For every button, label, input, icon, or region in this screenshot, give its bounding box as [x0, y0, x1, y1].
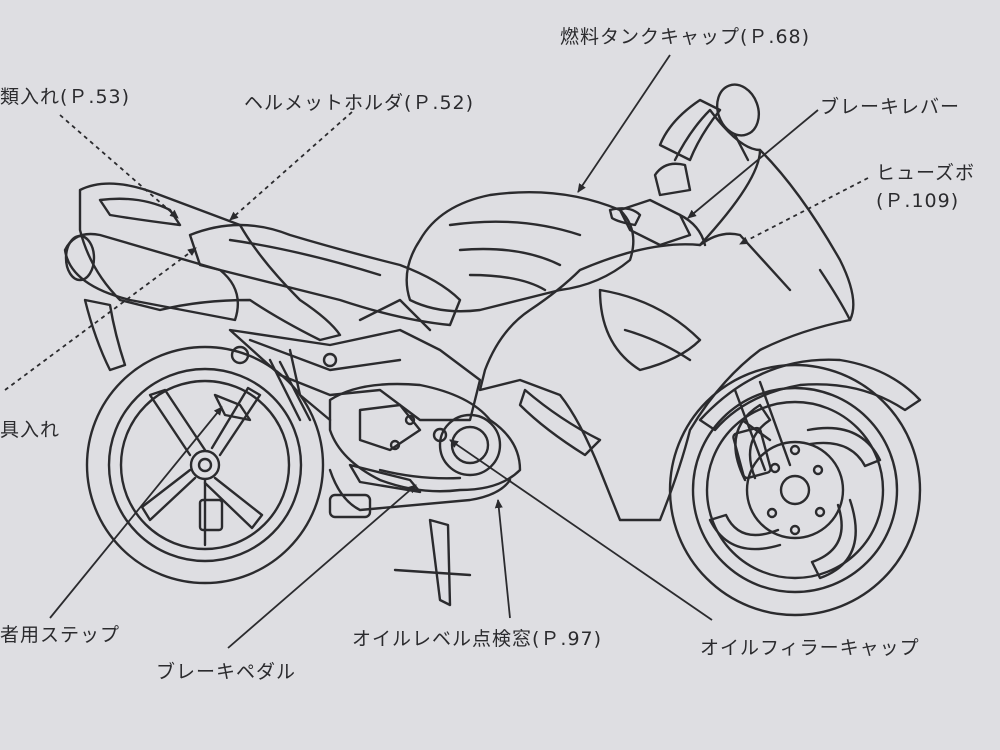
tail-cowl: [78, 182, 342, 342]
leader-fuel-cap: [577, 54, 671, 193]
frame: [228, 328, 482, 422]
label-oil-level-window: オイルレベル点検窓(Ｐ.97): [352, 628, 603, 650]
exhaust-pipe: [328, 468, 512, 512]
rear-wheel: [85, 345, 325, 585]
leader-oil-window: [494, 499, 511, 619]
leader-passenger-step: [49, 406, 223, 619]
label-brake-pedal: ブレーキペダル: [156, 661, 297, 683]
front-fairing: [478, 148, 855, 522]
label-passenger-step: 者用ステップ: [0, 624, 121, 646]
side-stand: [428, 518, 452, 607]
label-document-bag: 類入れ(Ｐ.53): [0, 86, 131, 108]
engine: [328, 382, 522, 493]
leader-tool-bag: [4, 247, 197, 391]
leader-brake-pedal: [227, 484, 417, 649]
leader-oil-filler: [449, 439, 713, 621]
label-tool-bag: 具入れ: [0, 419, 61, 441]
label-brake-lever: ブレーキレバー: [820, 96, 961, 118]
front-fender: [698, 358, 922, 432]
seat: [188, 223, 462, 327]
brake-pedal-shape: [348, 463, 422, 494]
fuel-tank: [405, 190, 635, 313]
label-oil-filler-cap: オイルフィラーキャップ: [700, 637, 920, 659]
label-fuse-box-page: (Ｐ.109): [876, 190, 960, 212]
front-wheel: [668, 363, 922, 617]
mirror: [716, 83, 760, 137]
motorcycle-illustration: [63, 83, 922, 617]
leader-brake-lever: [687, 109, 819, 219]
leader-document-bag: [59, 114, 179, 219]
leader-fuse-box: [739, 177, 869, 245]
label-fuse-box: ヒューズボ: [876, 162, 976, 184]
handlebar: [618, 198, 692, 247]
label-helmet-holder: ヘルメットホルダ(Ｐ.52): [244, 92, 475, 114]
leader-helmet-holder: [229, 111, 353, 221]
windscreen: [673, 108, 762, 162]
label-fuel-tank-cap: 燃料タンクキャップ(Ｐ.68): [560, 26, 811, 48]
leader-lines: [4, 54, 869, 649]
